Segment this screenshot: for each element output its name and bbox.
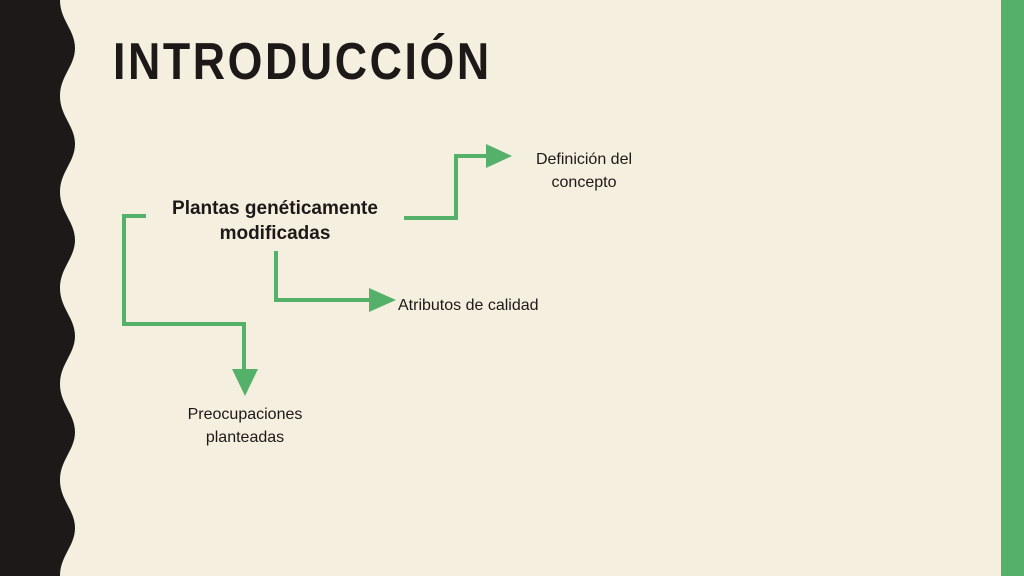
arrowhead-right-attributes [369, 288, 396, 312]
definition-node-line-2: concepto [551, 174, 617, 191]
connector-to-definition [404, 154, 487, 220]
attributes-node-line-1: Atributos de calidad [398, 297, 539, 314]
slide-title: INTRODUCCIÓN [113, 33, 492, 91]
green-accent-stripe [1001, 0, 1024, 576]
definition-node-label: Definición del concepto [500, 148, 668, 194]
definition-node-line-1: Definición del [535, 151, 633, 168]
arrowhead-down-concerns [232, 369, 258, 396]
concerns-node-line-1: Preocupaciones [187, 406, 303, 423]
central-node-label: Plantas genéticamente modificadas [150, 196, 400, 246]
wavy-black-band [0, 0, 75, 576]
attributes-node-label: Atributos de calidad [398, 294, 568, 317]
connector-to-concerns [122, 214, 246, 370]
concerns-node-label: Preocupaciones planteadas [160, 403, 330, 449]
concerns-node-line-2: planteadas [205, 429, 285, 446]
central-node-line-1: Plantas genéticamente [172, 198, 378, 219]
central-node-line-2: modificadas [219, 223, 331, 244]
wavy-band-shape [0, 0, 75, 576]
arrowhead-right-definition [486, 144, 512, 168]
connector-to-attributes [274, 251, 370, 302]
